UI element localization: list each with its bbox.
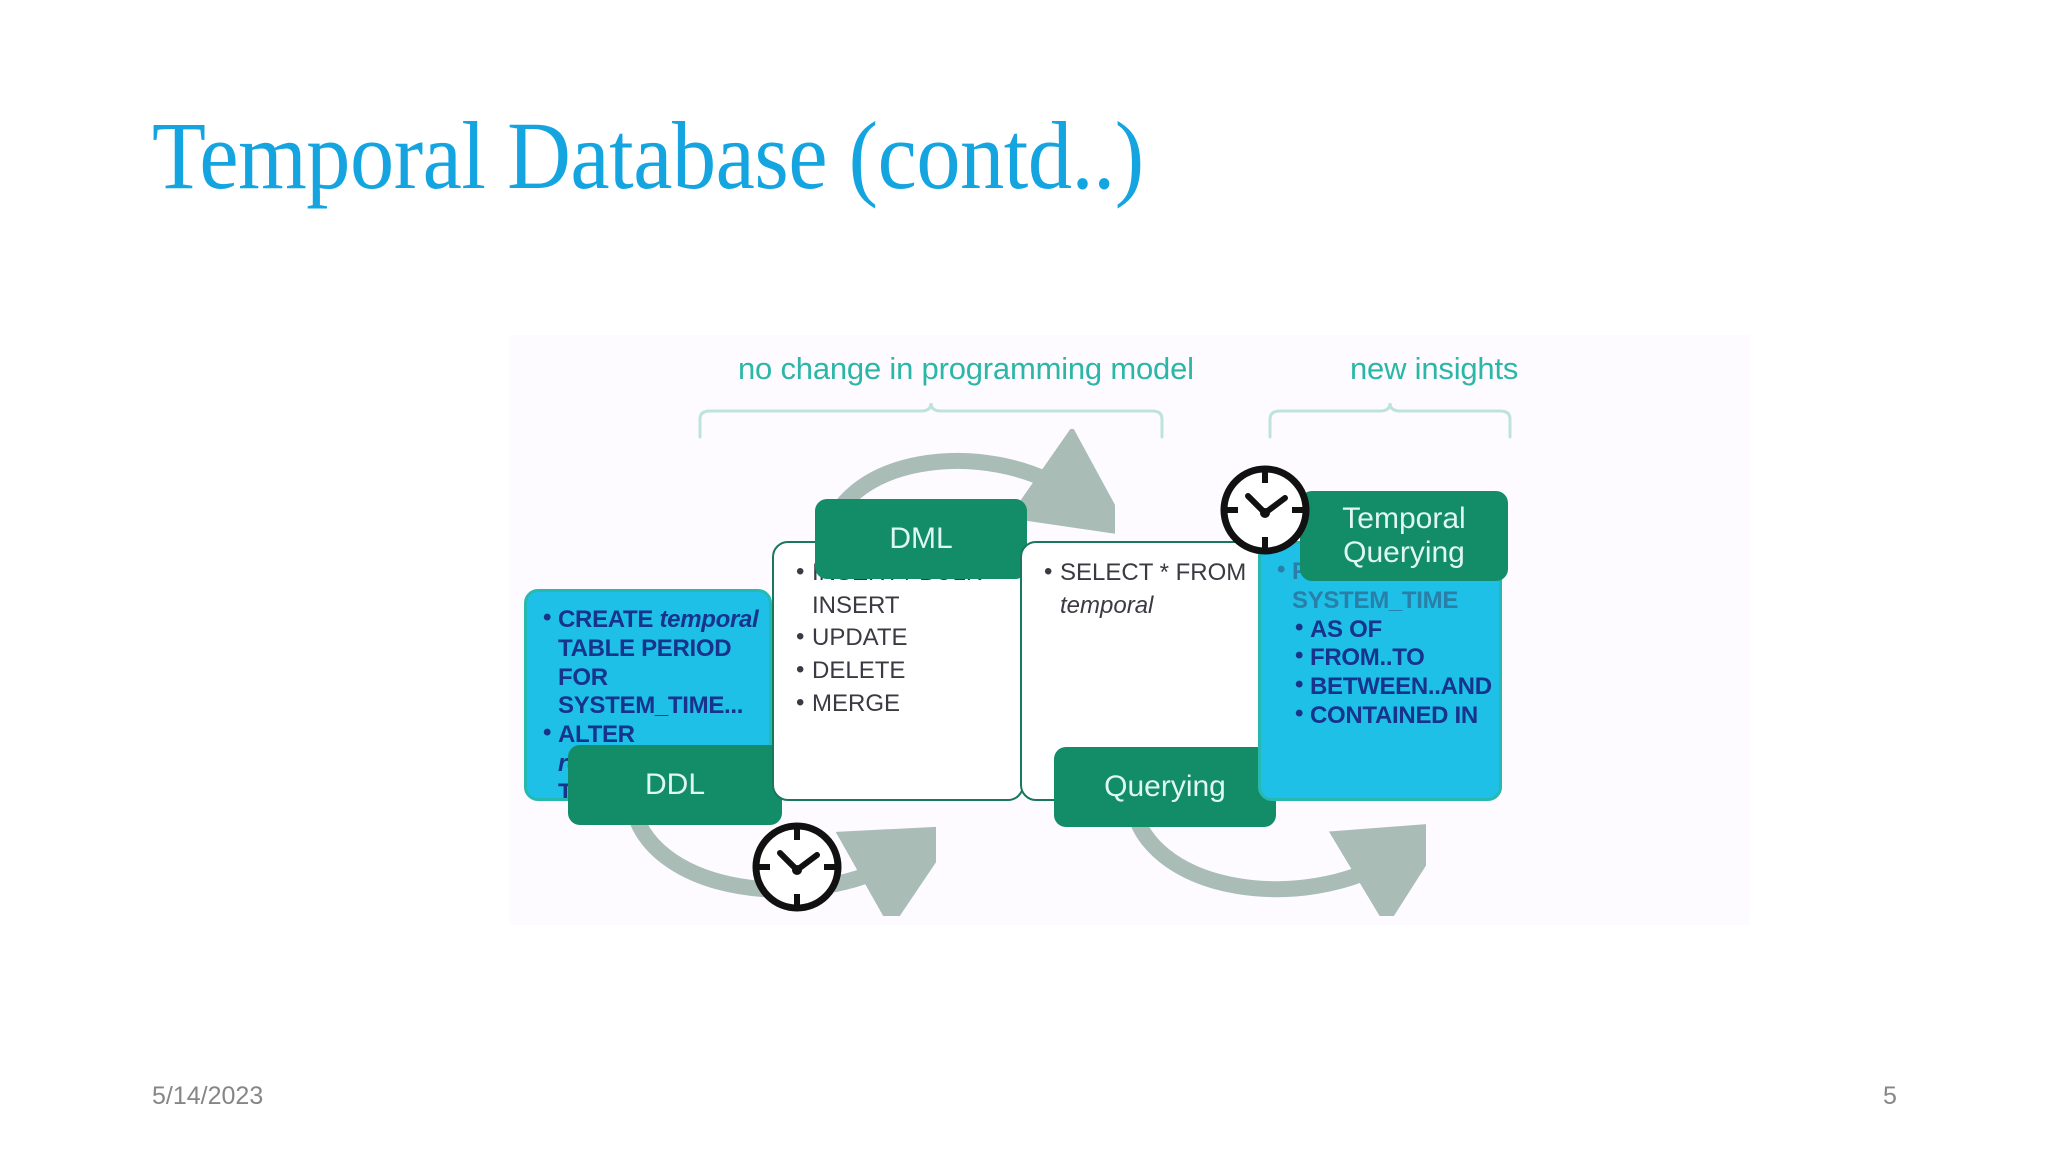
list-item: BETWEEN..AND: [1295, 671, 1499, 702]
list-item: CONTAINED IN: [1295, 700, 1499, 731]
list-item: SELECT * FROM temporal: [1044, 556, 1258, 622]
querying-tab-label[interactable]: Querying: [1054, 747, 1276, 827]
dml-content-box: INSERT / BULK INSERT UPDATE DELETE MERGE: [772, 541, 1024, 801]
ddl-item-0-cont: TABLE PERIOD FOR SYSTEM_TIME...: [558, 634, 744, 720]
temporal-querying-sublist: AS OF FROM..TO BETWEEN..AND CONTAINED IN: [1261, 614, 1499, 731]
caption-new-insights: new insights: [1350, 351, 1519, 386]
curved-arrow-querying-to-temporal-querying: [1126, 801, 1426, 916]
temporal-querying-tab-text-line2: Querying: [1343, 536, 1465, 569]
list-item: FROM..TO: [1295, 642, 1499, 673]
dml-tab-text: DML: [889, 521, 953, 555]
temporal-querying-tab-text-line1: Temporal: [1342, 501, 1466, 535]
ddl-item-0-italic: temporal: [659, 606, 759, 633]
list-item: AS OF: [1295, 614, 1499, 645]
list-item: UPDATE: [796, 621, 1012, 655]
clock-icon: [750, 820, 844, 914]
clock-icon: [1218, 463, 1312, 557]
list-item: DELETE: [796, 654, 1012, 688]
curved-arrow-ddl-to-dml: [626, 801, 936, 916]
list-item: MERGE: [796, 687, 1012, 721]
dml-tab-label[interactable]: DML: [815, 499, 1027, 579]
querying-list: SELECT * FROM temporal: [1022, 543, 1268, 622]
ddl-content-box: CREATE temporal TABLE PERIOD FOR SYSTEM_…: [524, 589, 772, 801]
ddl-tab-label[interactable]: DDL: [568, 745, 782, 825]
page-title: Temporal Database (contd..): [152, 102, 1144, 209]
querying-tab-text: Querying: [1104, 769, 1226, 803]
querying-item-0-text: SELECT * FROM: [1060, 559, 1247, 586]
list-item: CREATE temporal TABLE PERIOD FOR SYSTEM_…: [543, 604, 761, 721]
querying-item-0-italic: temporal: [1060, 591, 1154, 619]
ddl-item-0-bold: CREATE: [558, 606, 660, 633]
footer-page-number: 5: [1883, 1082, 1897, 1110]
bracket-new-insights: [1266, 397, 1514, 439]
ddl-item-1-bold: ALTER: [558, 721, 635, 749]
ddl-tab-text: DDL: [644, 767, 705, 801]
temporal-flow-diagram: no change in programming model new insig…: [510, 335, 1750, 925]
bracket-no-change: [696, 397, 1166, 439]
footer-date: 5/14/2023: [152, 1082, 264, 1110]
caption-no-change-in-programming-model: no change in programming model: [738, 351, 1194, 386]
temporal-querying-tab-label[interactable]: Temporal Querying: [1300, 491, 1508, 581]
